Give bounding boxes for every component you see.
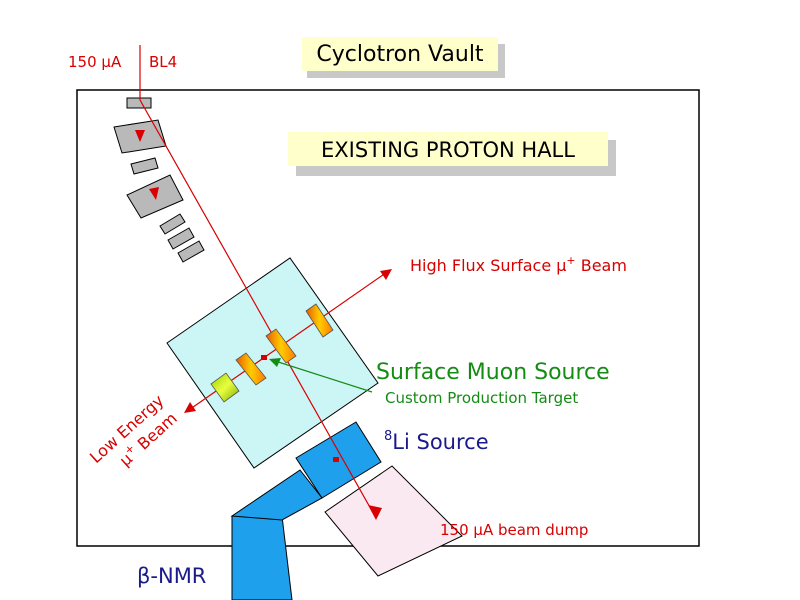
magnet-3 [130,157,159,175]
title-text: Cyclotron Vault [316,42,484,67]
muon-magnet-2 [265,328,297,364]
beam-dump-box [324,465,463,577]
hall-label-text: EXISTING PROTON HALL [321,138,575,162]
hall-label: EXISTING PROTON HALL [288,132,616,176]
li-source-label: 8Li Source [384,429,489,454]
surface-muon-label: Surface Muon Source [376,360,610,385]
proton-beam-line [139,99,377,519]
surface-muon-source-box [166,257,379,469]
production-target-label: Custom Production Target [385,389,578,407]
title-label: Cyclotron Vault [302,37,505,78]
hall-label-bg [288,132,608,166]
high-flux-label: High Flux Surface μ+ Beam [410,254,627,275]
title-bg [302,37,498,71]
beam-dump-label: 150 μA beam dump [440,521,588,539]
beamline-magnets [113,97,205,263]
low-energy-element [210,372,240,403]
low-energy-arrowhead [184,402,196,413]
low-energy-label: Low Energy μ+ Beam [86,391,181,470]
muon-magnet-1 [235,352,267,386]
li-target-marker [333,457,339,462]
target-pointer-arrowhead [269,358,281,367]
bnmr-label: β-NMR [137,564,206,588]
beam-dump-arrowhead [368,505,382,520]
magnet-6 [167,227,195,250]
beam-arrowhead-1 [135,130,145,142]
beam-arrowhead-2 [149,187,159,200]
beam-current-label: 150 μA [68,53,122,71]
beamline-label: BL4 [149,53,177,71]
magnet-5 [159,213,186,235]
bnmr-beamline-lower [231,515,293,600]
magnet-1 [126,97,152,109]
muon-magnet-3 [305,303,334,338]
production-target [261,355,267,360]
target-pointer-line [271,359,373,393]
high-flux-arrowhead [380,269,392,280]
magnet-7 [177,240,205,263]
